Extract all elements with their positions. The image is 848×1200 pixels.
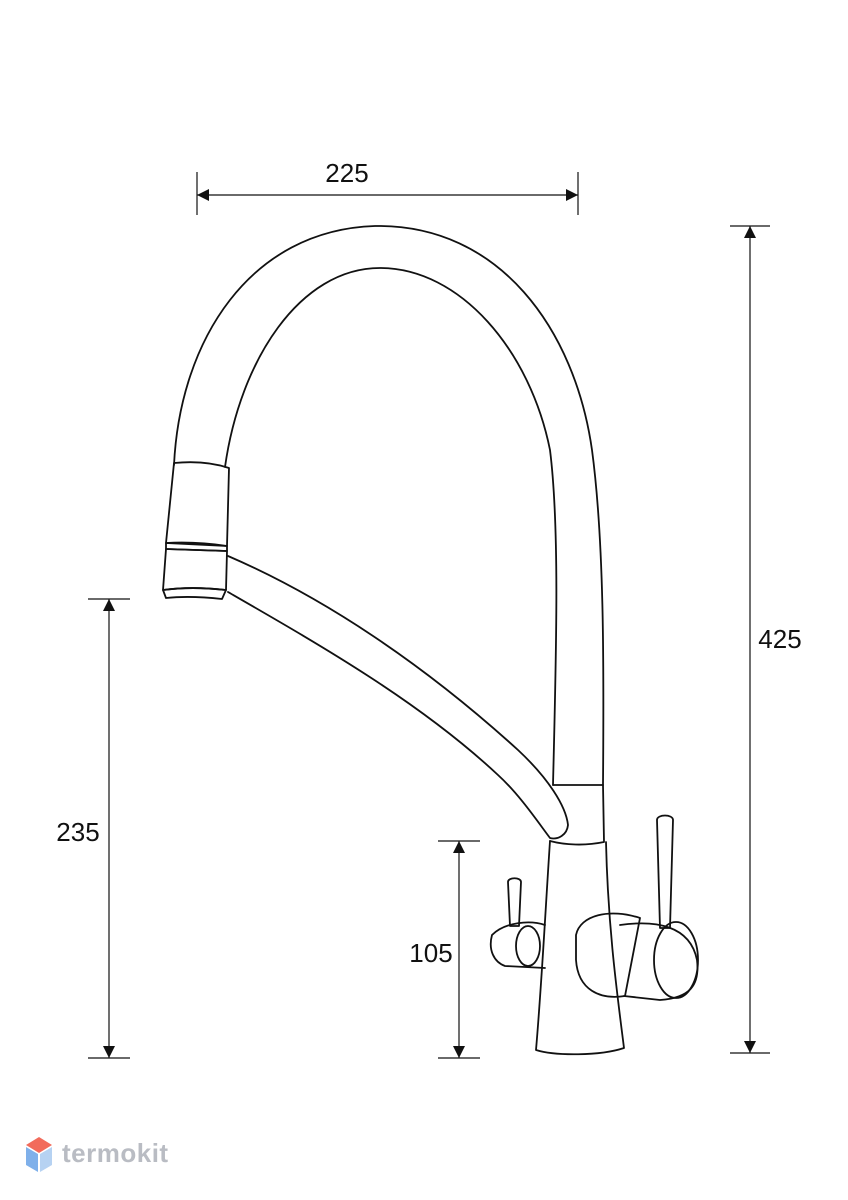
dimension-total-height: 425	[730, 225, 802, 1054]
total-height-label: 425	[758, 624, 801, 654]
dimension-lever-height: 105	[409, 840, 480, 1059]
spout-height-label: 235	[56, 817, 99, 847]
width-label: 225	[325, 158, 368, 188]
termokit-logo-icon	[26, 1137, 52, 1172]
brand-name: termokit	[62, 1138, 169, 1168]
spray-head	[162, 461, 230, 600]
faucet-body	[489, 784, 699, 1056]
lever-height-label: 105	[409, 938, 452, 968]
dimension-spout-height: 235	[56, 598, 130, 1059]
dimension-width: 225	[196, 158, 579, 215]
faucet-spout	[173, 225, 605, 840]
